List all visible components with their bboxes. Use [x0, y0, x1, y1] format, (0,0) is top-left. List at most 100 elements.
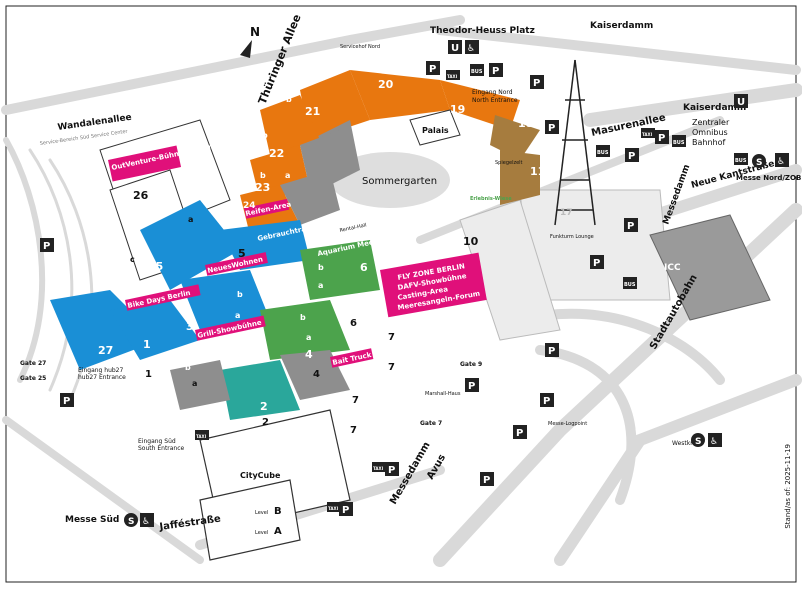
- place-citycube-a: A: [274, 526, 282, 537]
- parking-icon: P: [624, 218, 638, 232]
- svg-text:BUS: BUS: [735, 158, 747, 164]
- svg-text:BUS: BUS: [471, 69, 483, 75]
- svg-text:P: P: [548, 123, 555, 134]
- compass-label: N: [250, 25, 260, 39]
- place-eingang-nord-2: North Entrance: [472, 97, 518, 104]
- parking-icon: P: [655, 130, 669, 144]
- hall-7-c: 7: [352, 395, 359, 406]
- hall-17: 17: [560, 208, 573, 218]
- place-citycube: CityCube: [240, 471, 281, 480]
- label-spiegelzelt: Spiegelzelt: [495, 160, 523, 166]
- svg-text:U: U: [451, 43, 459, 54]
- sub-c-26: c: [130, 255, 135, 264]
- svg-text:P: P: [627, 221, 634, 232]
- hall-21: 21: [305, 105, 320, 118]
- svg-text:P: P: [628, 151, 635, 162]
- svg-text:♿: ♿: [142, 517, 150, 527]
- place-hub27-1: Eingang hub27: [78, 367, 123, 374]
- bus-icon: BUS: [672, 135, 686, 147]
- place-hub27-2: hub27 Entrance: [78, 374, 126, 381]
- place-logpoint: Messe-Logpoint: [548, 421, 587, 427]
- place-zob-1: Zentraler: [692, 118, 730, 127]
- ubahn-icon: U: [448, 40, 462, 54]
- sub-a-1: a: [192, 379, 197, 388]
- hall-6: 6: [360, 261, 368, 274]
- parking-icon: P: [590, 255, 604, 269]
- svg-text:P: P: [429, 64, 436, 75]
- sub-b-4: b: [300, 313, 306, 322]
- parking-icon: P: [545, 120, 559, 134]
- bus-icon: BUS: [623, 277, 637, 289]
- hall-25: 25: [148, 260, 163, 273]
- place-zob-3: Bahnhof: [692, 138, 725, 147]
- svg-text:U: U: [737, 97, 745, 108]
- svg-text:♿: ♿: [467, 44, 475, 54]
- parking-icon: P: [385, 462, 399, 476]
- sub-b-6: b: [318, 263, 324, 272]
- svg-text:♿: ♿: [710, 437, 718, 447]
- ubahn-icon: U: [734, 94, 748, 108]
- hall-4: 4: [305, 348, 313, 361]
- hall-7-d: 7: [350, 425, 357, 436]
- sub-a-26: a: [188, 215, 193, 224]
- place-marshall-haus: Marshall-Haus: [425, 391, 461, 397]
- hall-1: 1: [143, 338, 151, 351]
- sub-b-1: b: [185, 363, 191, 372]
- parking-icon: P: [530, 75, 544, 89]
- svg-text:P: P: [342, 505, 349, 516]
- place-messe-nord: Messe Nord/ZOB: [736, 174, 801, 182]
- label-erlebnis: Erlebnis-Wiese: [470, 196, 512, 202]
- svg-text:♿: ♿: [777, 157, 785, 167]
- wheelchair-icon: ♿: [775, 153, 789, 167]
- svg-text:TAXI: TAXI: [642, 132, 653, 137]
- hall-11: 11: [530, 165, 545, 178]
- svg-text:P: P: [468, 381, 475, 392]
- svg-text:P: P: [483, 475, 490, 486]
- parking-icon: P: [540, 393, 554, 407]
- hall-27: 27: [98, 344, 113, 357]
- taxi-icon: TAXI: [641, 128, 655, 138]
- parking-icon: P: [489, 63, 503, 77]
- sub-a-21: b: [286, 95, 292, 104]
- svg-text:P: P: [516, 428, 523, 439]
- place-citycube-a-prefix: Level: [255, 530, 268, 536]
- sub-b-3: b: [237, 290, 243, 299]
- hall-24: 24: [243, 201, 256, 211]
- place-eingang-sued-1: Eingang Süd: [138, 438, 176, 445]
- place-gate-25: Gate 25: [20, 375, 46, 382]
- sbahn-icon: S: [752, 154, 766, 168]
- sub-a-6: a: [318, 281, 323, 290]
- sub-b-23: b: [260, 171, 266, 180]
- hall-2-lower: 2: [262, 417, 269, 428]
- sbahn-icon: S: [691, 433, 705, 447]
- svg-text:TAXI: TAXI: [447, 74, 458, 79]
- hall-7-a: 7: [388, 332, 395, 343]
- parking-icon: P: [465, 378, 479, 392]
- place-citycube-b-prefix: Level: [255, 510, 268, 516]
- bus-icon: BUS: [596, 145, 610, 157]
- svg-text:S: S: [128, 517, 134, 527]
- wheelchair-icon: ♿: [140, 513, 154, 527]
- wheelchair-icon: ♿: [465, 40, 479, 54]
- hall-19: 19: [450, 103, 465, 116]
- svg-text:S: S: [756, 158, 762, 168]
- taxi-icon: TAXI: [446, 70, 460, 80]
- hall-18: 18: [518, 117, 533, 130]
- svg-text:P: P: [63, 396, 70, 407]
- parking-icon: P: [480, 472, 494, 486]
- sbahn-icon: S: [124, 513, 138, 527]
- svg-text:P: P: [658, 133, 665, 144]
- parking-icon: P: [40, 238, 54, 252]
- parking-icon: P: [513, 425, 527, 439]
- hall-1-lower: 1: [145, 369, 152, 380]
- hall-5: 5: [238, 247, 246, 260]
- svg-text:S: S: [695, 437, 701, 447]
- hall-22: 22: [269, 147, 284, 160]
- place-sommergarten: Sommergarten: [362, 176, 437, 187]
- parking-icon: P: [545, 343, 559, 357]
- wheelchair-icon: ♿: [708, 433, 722, 447]
- hall-6-lower: 6: [350, 318, 357, 329]
- bus-icon: BUS: [734, 153, 748, 165]
- svg-text:P: P: [388, 465, 395, 476]
